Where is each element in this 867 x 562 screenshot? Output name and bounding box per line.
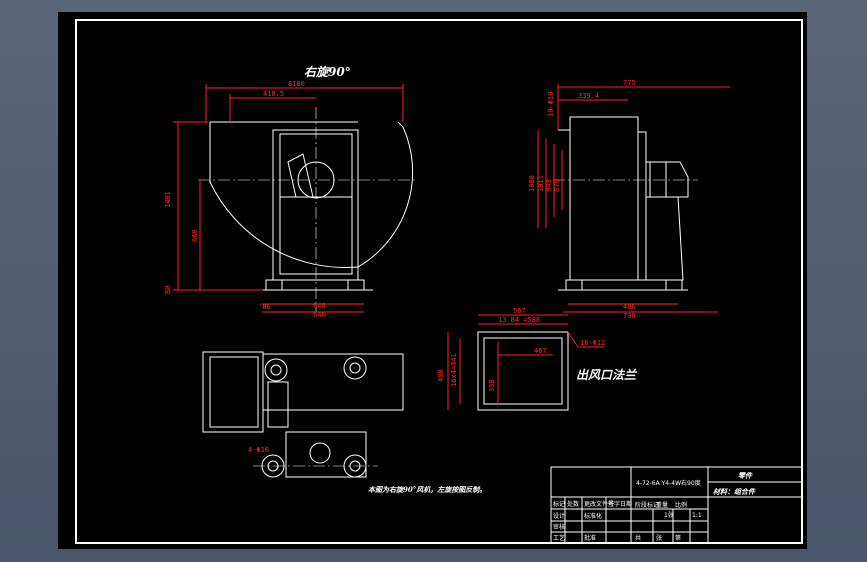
tb-cell: 工艺 <box>553 534 565 542</box>
dim-side-h1: 1080 <box>528 175 536 192</box>
dim-side-base-outer: 738 <box>623 312 636 320</box>
dim-flange-top: 567 <box>513 307 526 315</box>
tb-cell: 更改文件号 <box>584 500 614 508</box>
dim-side-h2: 1011 <box>537 175 545 192</box>
dim-flange-inner: 13 84 =588 <box>498 316 540 324</box>
title-block: 4-72-6A Y4-4W右90度 零件 材料：组合件 1张 1:1 标记 处数… <box>550 466 803 544</box>
material-label: 材料：组合件 <box>713 487 756 496</box>
drawing-canvas: 右旋90° 8100 418.5 1481 668 80 ʼ86 640 646 <box>75 19 803 544</box>
tb-cell: 批准 <box>584 534 596 542</box>
drawing-sheet: 右旋90° 8100 418.5 1481 668 80 ʼ86 640 646 <box>58 12 807 549</box>
tb-cell: 重量 <box>656 501 668 509</box>
dim-flange-left: 408 <box>437 369 445 382</box>
dim-height-total: 1481 <box>164 191 172 208</box>
part-name: 零件 <box>738 471 753 480</box>
tb-cell: 第 <box>675 534 681 542</box>
tb-cell: 比例 <box>675 501 687 509</box>
dim-plan-bolt: 4-Φ16 <box>248 446 269 454</box>
dim-flange-h: 358 <box>488 379 496 392</box>
drawing-name: 4-72-6A Y4-4W右90度 <box>636 479 701 487</box>
plan-view: 4-Φ16 <box>202 351 404 478</box>
dim-side-h4: 870 <box>553 179 561 192</box>
dim-side-inner: 339.4 <box>578 92 599 100</box>
tb-cell: 处数 <box>567 500 579 508</box>
dim-base-outer: 646 <box>313 311 326 319</box>
dim-side-h3: 943 <box>545 179 553 192</box>
volute-arc <box>209 122 359 269</box>
sheet-info: 1张 <box>664 511 674 519</box>
drawing-note: 本图为右旋90°风机，左旋按图反制。 <box>368 485 486 494</box>
front-view: 右旋90° 8100 418.5 1481 668 80 ʼ86 640 646 <box>164 65 418 319</box>
tb-cell: 设计 <box>553 512 565 520</box>
flange-view: 567 13 84 =588 408 16x4=441 467 358 16-Φ… <box>437 307 638 411</box>
dim-height-base: 80 <box>164 286 172 294</box>
tb-cell: 共 <box>635 534 641 542</box>
tb-cell: 标准化 <box>584 512 602 520</box>
dim-side-top: 775 <box>623 79 636 87</box>
dim-side-base-inner: 486 <box>623 303 636 311</box>
tb-cell: 签字 <box>608 500 620 508</box>
dim-top-overall: 8100 <box>288 80 305 88</box>
inner-frame <box>75 19 803 544</box>
volute-right <box>357 121 414 268</box>
frame-stand <box>272 129 359 281</box>
tb-cell: 审核 <box>553 523 565 531</box>
side-body <box>569 116 639 281</box>
tb-cell: 阶段标记 <box>635 501 659 509</box>
scale-label: 1:1 <box>692 512 702 519</box>
dim-height-center: 668 <box>191 229 199 242</box>
dim-flange-left-inner: 16x4=441 <box>450 353 458 387</box>
dim-side-bolt: 10-Φ10 <box>547 92 555 117</box>
tb-cell: 张 <box>656 534 662 542</box>
side-view: 775 339.4 10-Φ10 1080 1011 943 870 486 7… <box>528 79 730 320</box>
dim-base-inner: 640 <box>313 302 326 310</box>
front-view-title: 右旋90° <box>304 65 351 79</box>
tb-cell: 日期 <box>620 500 632 508</box>
dim-base-left: ʼ86 <box>258 303 271 311</box>
dim-flange-w: 467 <box>534 347 547 355</box>
dim-flange-bolt: 16-Φ12 <box>580 339 605 347</box>
flange-title: 出风口法兰 <box>576 368 638 382</box>
dim-top-half: 418.5 <box>263 90 284 98</box>
tb-cell: 标记 <box>553 500 565 508</box>
